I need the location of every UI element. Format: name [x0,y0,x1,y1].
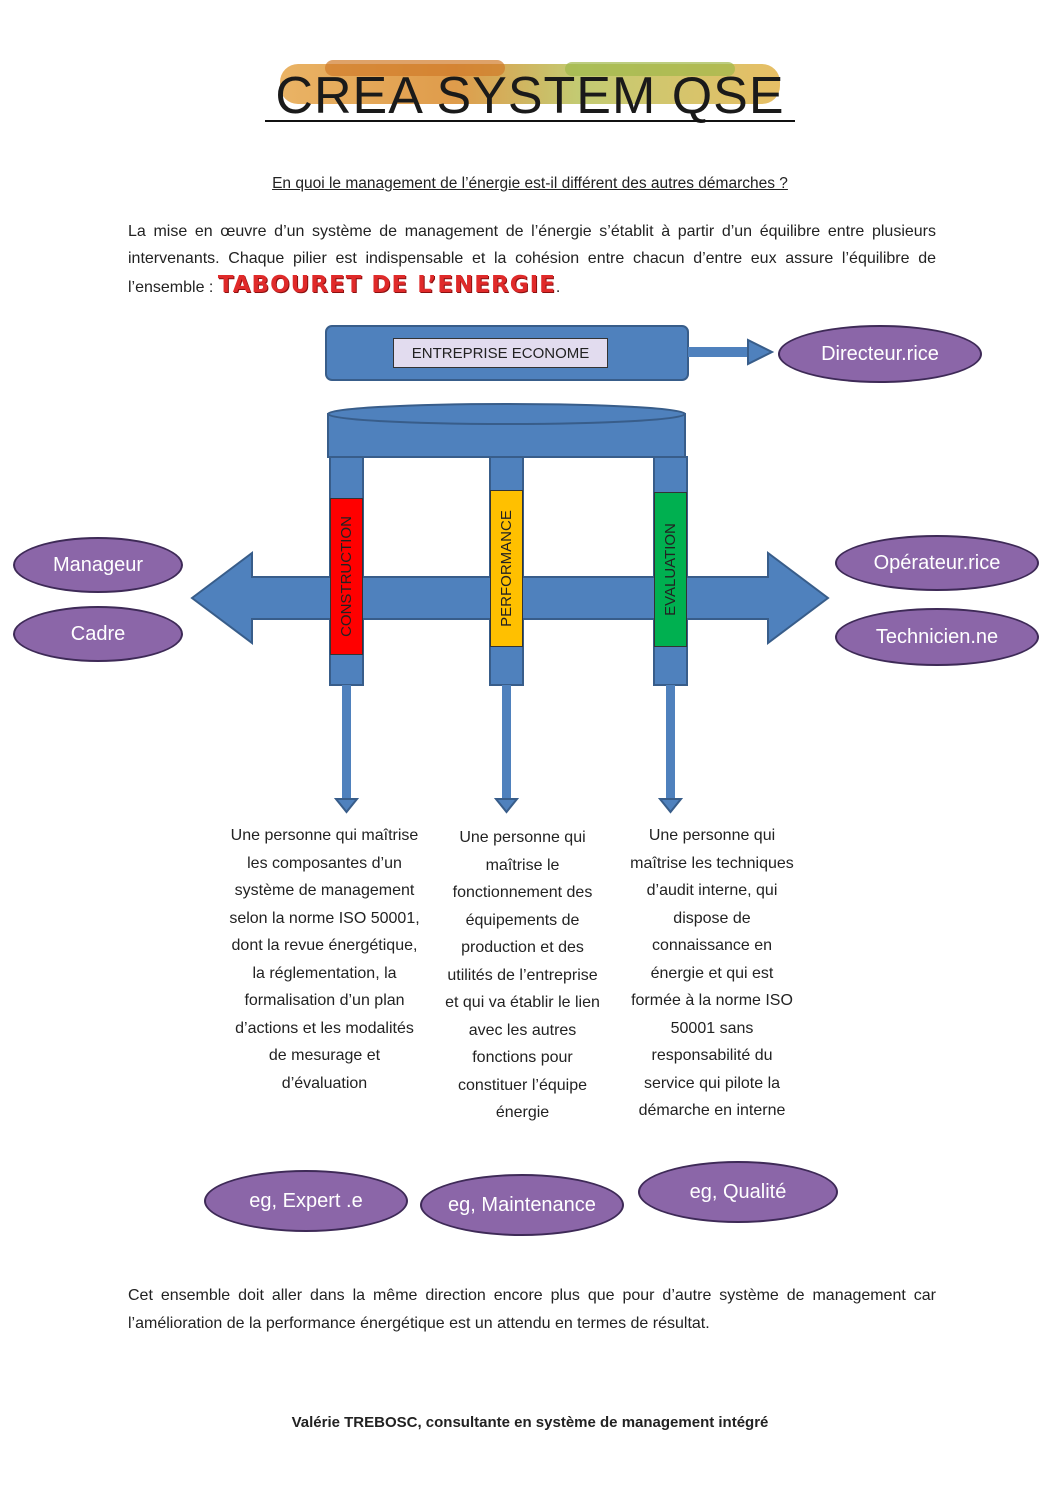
logo-underline [265,120,795,122]
closing-paragraph: Cet ensemble doit aller dans la même dir… [128,1287,936,1332]
pillar-evaluation: EVALUATION [654,492,687,647]
logo-text: CREA SYSTEM QSE [275,67,784,124]
down-arrow-left-head [333,798,360,814]
intro-paragraph: La mise en œuvre d’un système de managem… [128,218,936,301]
intro-end: . [555,279,561,296]
description-performance: Une personne qui maîtrise le fonctionnem… [445,829,600,1121]
description-evaluation: Une personne qui maîtrise les techniques… [630,827,794,1119]
role-directeur: Directeur.rice [778,325,982,383]
stool-seat-top [327,403,686,425]
description-construction: Une personne qui maîtrise les composante… [229,827,420,1092]
crea-system-logo: CREA SYSTEM QSE [275,60,784,124]
intro-text: La mise en œuvre d’un système de managem… [128,223,936,296]
pillar-construction-label: CONSTRUCTION [338,516,356,637]
pillar-performance-label: PERFORMANCE [498,510,515,627]
pillar-construction: CONSTRUCTION [330,498,363,655]
example-qualite: eg, Qualité [638,1161,838,1223]
question-heading: En quoi le management de l’énergie est-i… [272,175,788,192]
directeur-arrow-shaft [688,347,748,357]
top-box-label: ENTREPRISE ECONOME [393,338,608,368]
down-arrow-left-shaft [342,685,351,799]
down-arrow-middle-head [493,798,520,814]
down-arrow-middle-shaft [502,685,511,799]
role-manageur: Manageur [13,537,183,593]
stool-title: TABOURET DE L’ENERGIE [217,272,556,298]
example-maintenance: eg, Maintenance [420,1174,624,1236]
directeur-arrow-head [747,338,775,366]
role-cadre: Cadre [13,606,183,662]
example-expert: eg, Expert .e [204,1170,408,1232]
author-line: Valérie TREBOSC, consultante en système … [291,1414,769,1431]
role-operateur: Opérateur.rice [835,535,1039,591]
pillar-performance: PERFORMANCE [490,490,523,647]
down-arrow-right-head [657,798,684,814]
pillar-evaluation-label: EVALUATION [662,523,679,616]
down-arrow-right-shaft [666,685,675,799]
role-technicien: Technicien.ne [835,608,1039,666]
